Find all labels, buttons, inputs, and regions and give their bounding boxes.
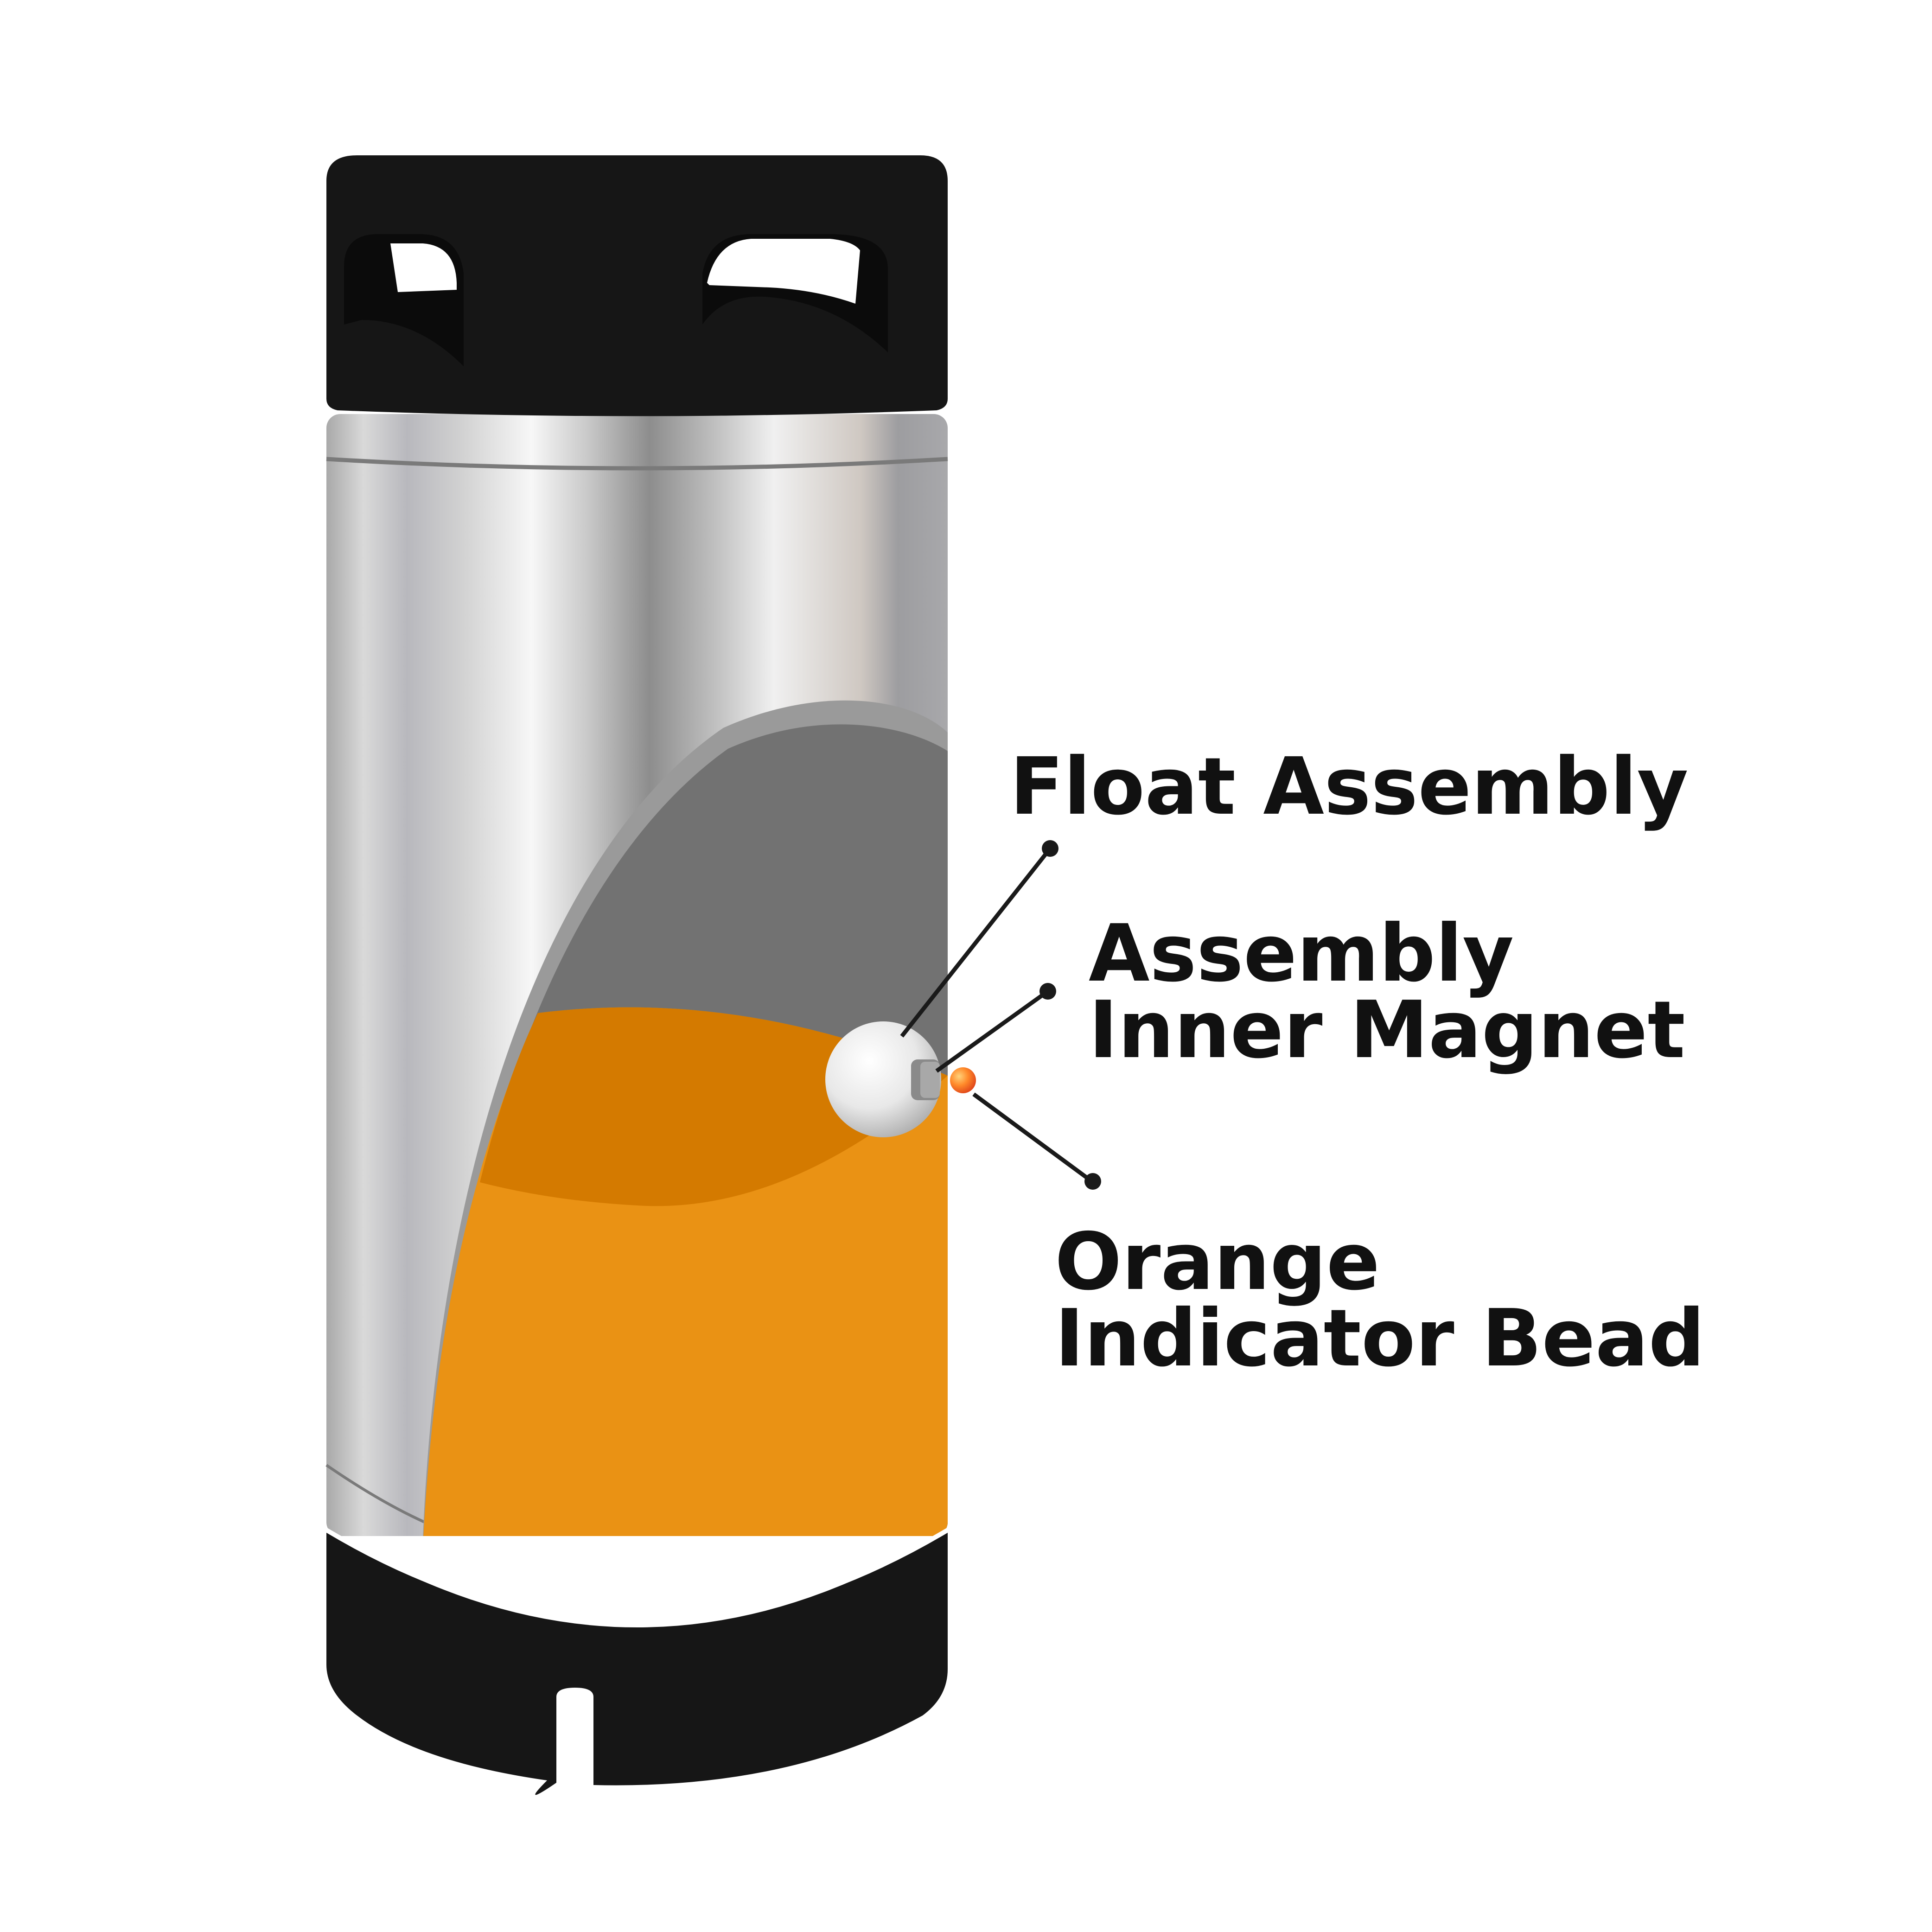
inner-magnet: [911, 1059, 940, 1100]
label-inner-magnet-line2: Inner Magnet: [1089, 984, 1685, 1076]
leader-magnet: [935, 983, 1056, 1073]
label-bead-line1: Orange: [1055, 1216, 1380, 1308]
label-bead-line2: Indicator Bead: [1055, 1293, 1705, 1384]
leader-float: [900, 840, 1058, 1038]
leader-bead: [972, 1092, 1101, 1190]
bottom-base: [325, 1528, 949, 1795]
cutaway-window: [422, 700, 948, 1536]
float-assembly: [825, 1021, 941, 1137]
orange-indicator-bead: [950, 1067, 976, 1093]
label-inner-magnet-line1: Assembly: [1089, 908, 1514, 1000]
label-float-assembly: Float Assembly: [1010, 741, 1689, 833]
top-handle: [326, 155, 948, 416]
